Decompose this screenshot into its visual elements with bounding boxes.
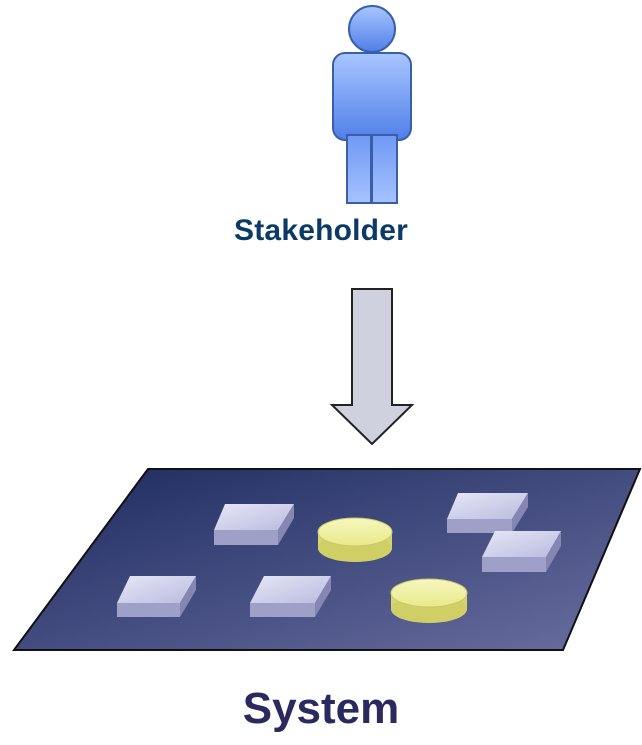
- system-platform: [12, 468, 642, 651]
- system-label: System: [242, 684, 400, 733]
- disc-1: [317, 517, 393, 562]
- person-leg-right: [371, 134, 398, 204]
- arrow-down-icon: [329, 288, 415, 446]
- person-icon: [332, 5, 412, 204]
- person-head: [348, 5, 396, 53]
- person-body: [332, 52, 412, 141]
- block-3: [482, 531, 561, 572]
- block-4: [117, 576, 196, 617]
- stakeholder-label: Stakeholder: [234, 214, 408, 247]
- block-1: [214, 504, 294, 545]
- person-leg-left: [346, 134, 372, 204]
- disc-2: [390, 578, 468, 623]
- block-5: [250, 576, 331, 617]
- block-2: [447, 493, 528, 533]
